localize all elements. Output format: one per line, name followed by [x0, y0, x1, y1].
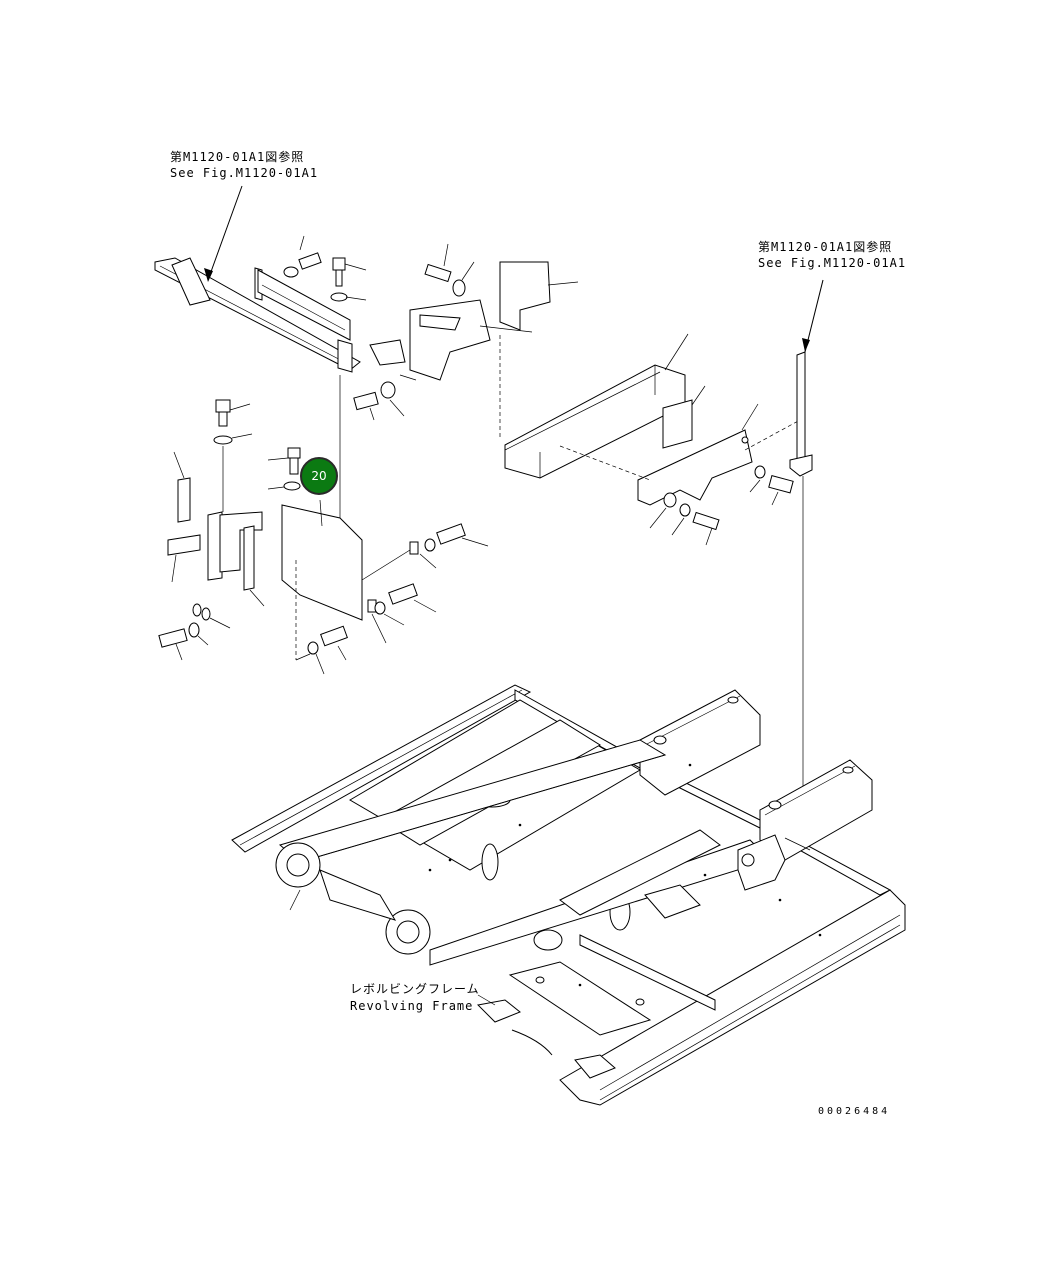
reference-label-left-en: See Fig.M1120-01A1 [170, 166, 319, 180]
left-bracket-group [158, 399, 265, 661]
part-callout-20[interactable]: 20 [300, 457, 338, 495]
reference-label-right-ja: 第M1120-01A1図参照 [758, 240, 893, 254]
vertical-bracket [789, 279, 824, 850]
revolving-frame [231, 684, 906, 1106]
center-cover-plate [353, 243, 579, 421]
frame-label-en: Revolving Frame [350, 999, 474, 1013]
right-channel-cover [499, 333, 801, 546]
figure-code: 00026484 [818, 1106, 891, 1117]
reference-label-left-ja: 第M1120-01A1図参照 [170, 150, 305, 164]
upper-rail-assembly [154, 185, 367, 373]
frame-label-ja: レボルビングフレーム [350, 982, 480, 996]
central-panel [267, 375, 489, 675]
reference-label-right-en: See Fig.M1120-01A1 [758, 256, 907, 270]
